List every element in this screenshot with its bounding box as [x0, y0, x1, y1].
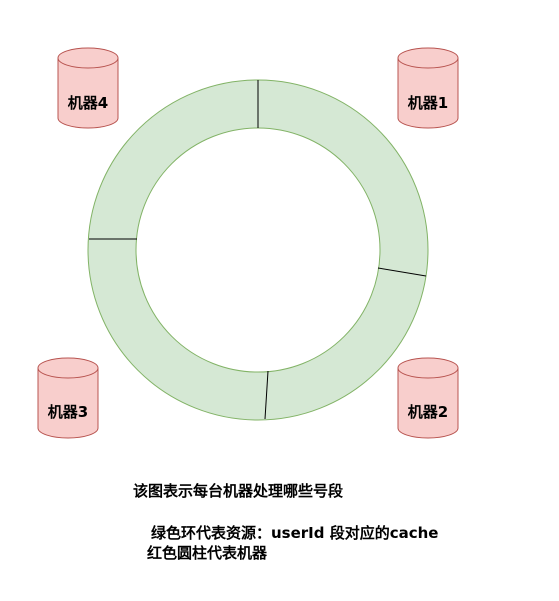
cylinder-body [37, 368, 99, 439]
diagram-title: 该图表示每台机器处理哪些号段 [133, 482, 344, 500]
cylinder-top [57, 47, 119, 69]
machine-cylinder-3: 机器3 [37, 357, 99, 439]
cylinder-top [397, 357, 459, 379]
ring-divider-bottom [264, 370, 269, 420]
legend-red-cylinder: 红色圆柱代表机器 [147, 544, 268, 562]
legend-green-ring: 绿色环代表资源：userId 段对应的cache [151, 524, 439, 542]
machine-cylinder-1: 机器1 [397, 47, 459, 129]
cylinder-top [397, 47, 459, 69]
machine-cylinder-4: 机器4 [57, 47, 119, 129]
machine-label-1: 机器1 [408, 94, 448, 112]
cylinder-body [57, 58, 119, 129]
machine-label-3: 机器3 [48, 403, 88, 421]
cylinder-top [37, 357, 99, 379]
cylinder-body [397, 58, 459, 129]
machine-label-2: 机器2 [408, 403, 448, 421]
machine-cylinder-2: 机器2 [397, 357, 459, 439]
ring-divider-right [377, 267, 427, 277]
machine-label-4: 机器4 [68, 94, 108, 112]
resource-ring [87, 79, 429, 421]
cylinder-body [397, 368, 459, 439]
